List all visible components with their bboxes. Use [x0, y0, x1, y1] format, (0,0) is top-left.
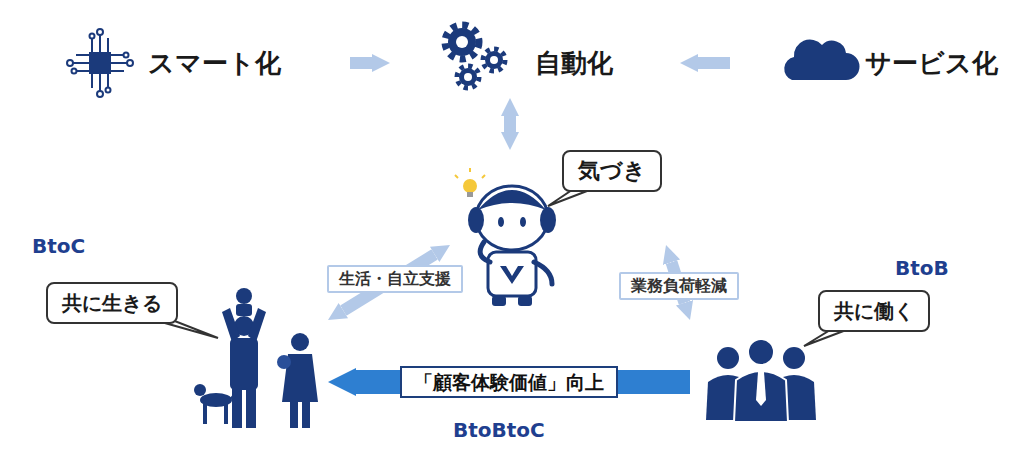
- cloud-icon: [784, 40, 859, 80]
- gear-hole: [490, 56, 498, 64]
- bulb-base: [467, 192, 473, 197]
- person-head: [748, 339, 774, 365]
- circuit-node: [90, 34, 95, 39]
- circuit-node: [72, 69, 77, 74]
- circuit-node: [106, 88, 111, 93]
- edge-label: 「顧客体験価値」向上: [400, 366, 618, 398]
- connector-group: [343, 63, 730, 382]
- robot-ear: [468, 207, 484, 233]
- gear-teeth: [445, 25, 479, 59]
- father-body: [230, 338, 258, 390]
- edge-label: 生活・自立支援: [327, 265, 463, 293]
- node-label: サービス化: [865, 46, 998, 80]
- child-body: [236, 304, 252, 316]
- gear-teeth: [457, 66, 479, 88]
- person-tie: [756, 372, 766, 406]
- robot-arm: [534, 262, 552, 284]
- dog-head: [194, 384, 206, 396]
- node-label: 自動化: [535, 46, 613, 80]
- circuit-node: [97, 29, 103, 35]
- circuit-node: [127, 60, 133, 66]
- circuit-icon: [67, 29, 133, 97]
- robot-cap: [478, 190, 546, 210]
- gear-hole: [456, 36, 468, 48]
- gear-hole: [464, 73, 472, 81]
- family-figure: [194, 288, 318, 428]
- icon-label: 自動化: [390, 22, 680, 98]
- circuit-node: [67, 60, 73, 66]
- mother-head: [291, 333, 309, 351]
- business-figure: [706, 339, 816, 422]
- bulb-rays: [455, 168, 485, 178]
- baby-head: [277, 355, 291, 369]
- robot-eye: [498, 217, 504, 227]
- circuit-chip: [90, 53, 110, 73]
- flow-arrow: [504, 116, 516, 132]
- person-body: [734, 371, 788, 422]
- circuit-node: [97, 91, 103, 97]
- icon-label: サービス化: [730, 30, 1016, 96]
- person-head: [783, 347, 805, 369]
- customer-group: BtoC 共に生きる: [28, 232, 328, 436]
- bulb-ray: [455, 175, 458, 178]
- child-head: [236, 288, 252, 304]
- father-leg: [246, 388, 256, 428]
- gear-teeth: [483, 49, 505, 71]
- free-label: BtoBtoC: [453, 418, 545, 442]
- person-head: [717, 347, 739, 369]
- robot-eye: [520, 217, 526, 227]
- node-label: BtoC: [32, 234, 85, 258]
- mother-leg: [290, 400, 298, 428]
- edge-label: 業務負荷軽減: [619, 272, 739, 300]
- circuit-node: [124, 53, 129, 58]
- mother-leg: [302, 400, 310, 428]
- icon-label: スマート化: [62, 30, 350, 96]
- bulb-ray: [469, 168, 471, 172]
- robot-head: [476, 186, 548, 250]
- dog-leg: [224, 404, 228, 424]
- father-arm: [222, 308, 240, 342]
- speech-bubble: 気づき: [562, 150, 662, 192]
- light-bulb: [463, 179, 477, 193]
- flow-arrow: [350, 57, 372, 69]
- robot-ear: [540, 207, 556, 233]
- dog-tail: [230, 388, 240, 400]
- robot-foot: [492, 296, 506, 306]
- node-label: スマート化: [148, 46, 281, 80]
- dog-leg: [203, 404, 207, 424]
- robot-body: [488, 252, 536, 296]
- node-label: BtoB: [895, 256, 949, 280]
- speech-bubble: 共に生きる: [46, 282, 178, 324]
- robot-foot: [518, 296, 532, 306]
- robot-figure: [455, 168, 556, 306]
- gear-body: [485, 51, 503, 69]
- gear-body: [459, 68, 477, 86]
- gear-icon: [445, 25, 505, 88]
- robot-emblem: [500, 266, 524, 284]
- father-arm: [248, 308, 266, 342]
- bulb-ray: [482, 175, 485, 178]
- robot-arm: [480, 242, 490, 262]
- speech-bubble: 共に働く: [818, 290, 930, 332]
- flow-arrow: [698, 57, 730, 69]
